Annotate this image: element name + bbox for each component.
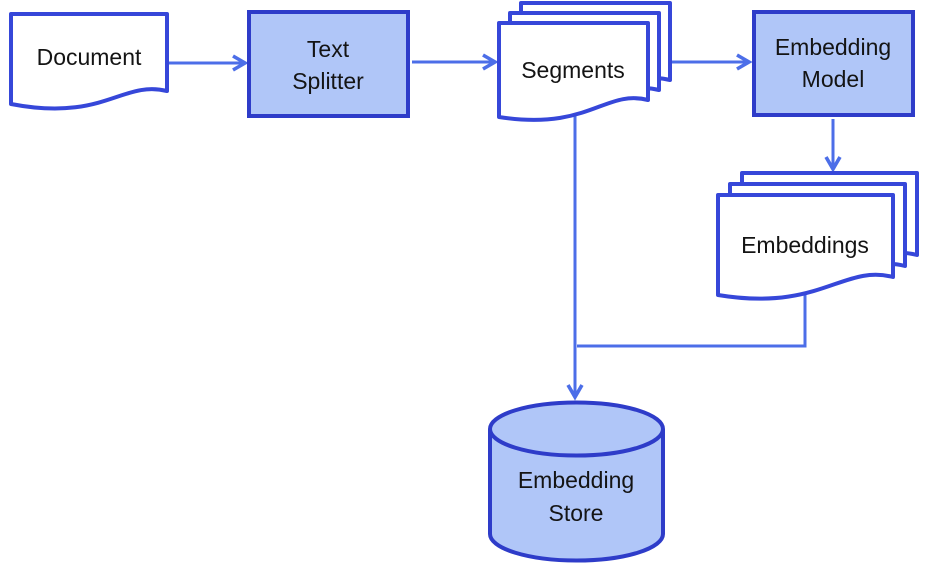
cylinder-body [488, 400, 665, 563]
node-text-splitter: Text Splitter [247, 10, 410, 118]
node-label: Model [802, 66, 865, 92]
document-shape [9, 12, 169, 111]
embeddings-page-front [716, 193, 895, 301]
edge-embeddings-to-embedding-store [577, 292, 807, 348]
node-document: Document [9, 12, 169, 111]
node-label: Store [549, 500, 604, 526]
node-embedding-model: Embedding Model [752, 10, 915, 117]
node-label: Splitter [292, 68, 364, 94]
node-segments: Segments [497, 1, 672, 122]
process-shape [247, 10, 410, 118]
node-label: Embedding [518, 467, 634, 493]
node-label: Document [37, 44, 142, 70]
node-embeddings: Embeddings [716, 171, 919, 301]
node-label: Segments [521, 57, 625, 83]
node-embedding-store: Embedding Store [488, 400, 665, 563]
node-label: Text [307, 36, 350, 62]
segments-page-front [497, 21, 650, 122]
node-label: Embedding [775, 34, 891, 60]
process-shape [752, 10, 915, 117]
node-label: Embeddings [741, 232, 869, 258]
cylinder-rim [488, 428, 665, 458]
